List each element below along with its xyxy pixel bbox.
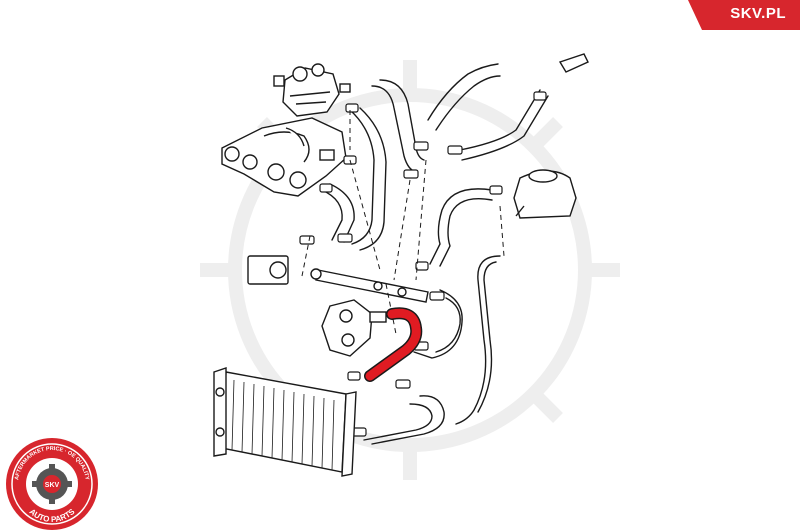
carburetor (273, 63, 351, 117)
brand-name: SKV.PL (730, 5, 786, 22)
intake-manifold (221, 117, 347, 197)
water-pipe (247, 255, 429, 303)
brand-badge-shape (688, 0, 800, 30)
radiator (213, 367, 357, 477)
expansion-tank (513, 53, 589, 219)
thermostat-housing (321, 299, 387, 357)
highlighted-radiator-hose (364, 307, 423, 382)
assembly-guide-lines (301, 110, 505, 335)
skv-auto-parts-seal (6, 438, 98, 530)
brand-badge: SKV.PL (688, 0, 800, 30)
